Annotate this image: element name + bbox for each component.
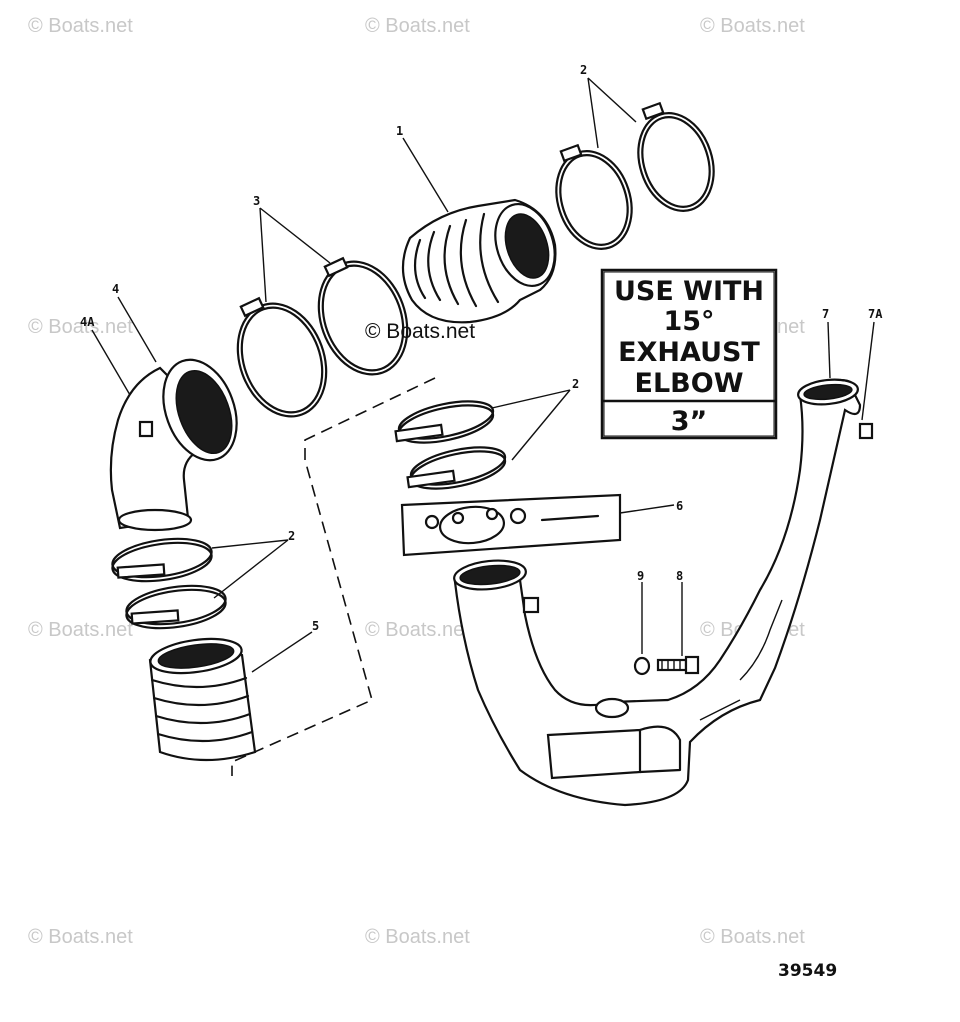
part-4-elbow bbox=[109, 358, 238, 532]
part-7a-fitting bbox=[858, 422, 874, 440]
watermark: © Boats.net bbox=[28, 15, 133, 37]
figure-number: 39549 bbox=[778, 961, 837, 981]
callout-3: 3 bbox=[253, 194, 260, 208]
callout-7: 7 bbox=[822, 307, 829, 321]
watermark-center: © Boats.net bbox=[365, 320, 475, 343]
watermark: © Boats.net bbox=[28, 619, 133, 641]
callout-2: 2 bbox=[580, 63, 587, 77]
note-line-3: EXHAUST bbox=[618, 337, 760, 368]
callout-7a: 7A bbox=[868, 307, 883, 321]
watermark: © Boats.net bbox=[28, 926, 133, 948]
leader-lines bbox=[91, 77, 875, 673]
part-2-clamps-left bbox=[111, 537, 227, 630]
note-footer: 3” bbox=[671, 406, 708, 437]
callout-8: 8 bbox=[676, 569, 683, 583]
part-6-gasket-kit bbox=[400, 493, 622, 557]
part-1-bellows bbox=[401, 198, 557, 324]
watermark: © Boats.net bbox=[365, 15, 470, 37]
kit-bracket bbox=[231, 377, 436, 776]
watermark: © Boats.net bbox=[28, 316, 133, 338]
part-2-clamps-middle bbox=[394, 400, 507, 490]
part-5-hose bbox=[148, 637, 257, 762]
callout-4a: 4A bbox=[80, 315, 95, 329]
callout-2: 2 bbox=[288, 529, 295, 543]
watermark: © Boats.net bbox=[700, 15, 805, 37]
watermark: © Boats.net bbox=[365, 619, 470, 641]
part-9-washer bbox=[633, 656, 651, 676]
watermark: © Boats.net bbox=[365, 926, 470, 948]
part-8-9-hardware bbox=[633, 655, 700, 676]
callout-2: 2 bbox=[572, 377, 579, 391]
callout-4: 4 bbox=[112, 282, 119, 296]
note-line-4: ELBOW bbox=[635, 368, 744, 399]
callout-9: 9 bbox=[637, 569, 644, 583]
note-line-2: 15° bbox=[663, 306, 714, 337]
part-3-clamps bbox=[236, 256, 409, 418]
part-2-clamps-top bbox=[555, 101, 715, 250]
callout-5: 5 bbox=[312, 619, 319, 633]
callout-6: 6 bbox=[676, 499, 683, 513]
watermark: © Boats.net bbox=[700, 926, 805, 948]
note-box: USE WITH 15° EXHAUST ELBOW 3” bbox=[600, 268, 778, 440]
part-7-exhaust-pipe bbox=[453, 378, 874, 807]
callout-1: 1 bbox=[396, 124, 403, 138]
note-line-1: USE WITH bbox=[614, 276, 764, 307]
callouts: 1 2 2 2 3 4 4A 5 6 7 7A 8 9 bbox=[80, 63, 883, 633]
